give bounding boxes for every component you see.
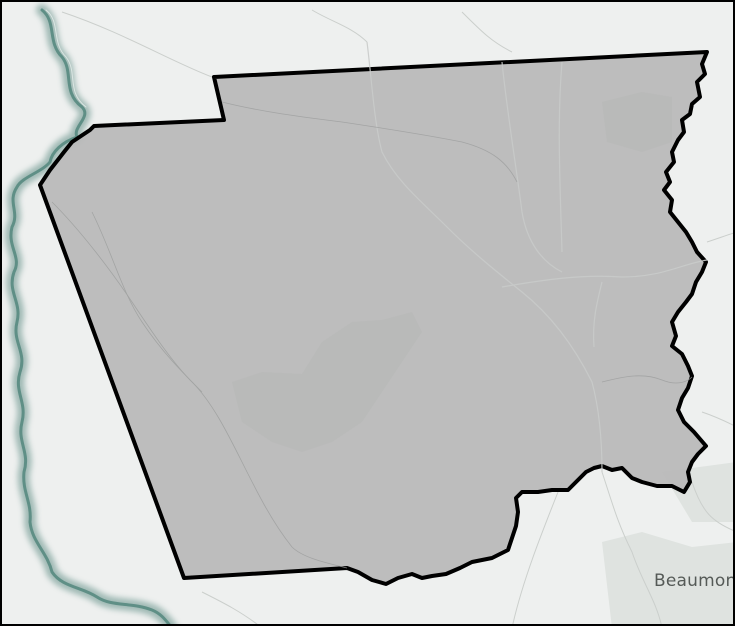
river-line (9, 8, 171, 624)
road (461, 11, 513, 53)
road-network (61, 9, 733, 624)
region-shading (232, 92, 672, 452)
road (61, 11, 213, 78)
shade-patch (602, 92, 672, 152)
road (311, 9, 368, 43)
county-region[interactable] (38, 50, 709, 586)
shade-patch (232, 312, 422, 452)
road (558, 61, 563, 253)
road (592, 281, 603, 348)
highway (501, 259, 708, 288)
district-line (221, 101, 518, 183)
district-line (51, 201, 348, 569)
road (201, 591, 258, 624)
river-edge-light (45, 9, 87, 108)
highway (366, 41, 603, 473)
road (601, 471, 662, 624)
road (512, 481, 563, 624)
urban-patch (602, 532, 733, 624)
road (706, 232, 733, 243)
internal-boundaries (51, 101, 693, 569)
road (701, 411, 733, 426)
district-line (91, 211, 203, 393)
internal-roads (366, 41, 708, 473)
city-label: Beaumont (654, 571, 735, 591)
river (4, 4, 177, 624)
district-line (601, 375, 693, 384)
road (501, 61, 563, 273)
road (691, 481, 733, 531)
